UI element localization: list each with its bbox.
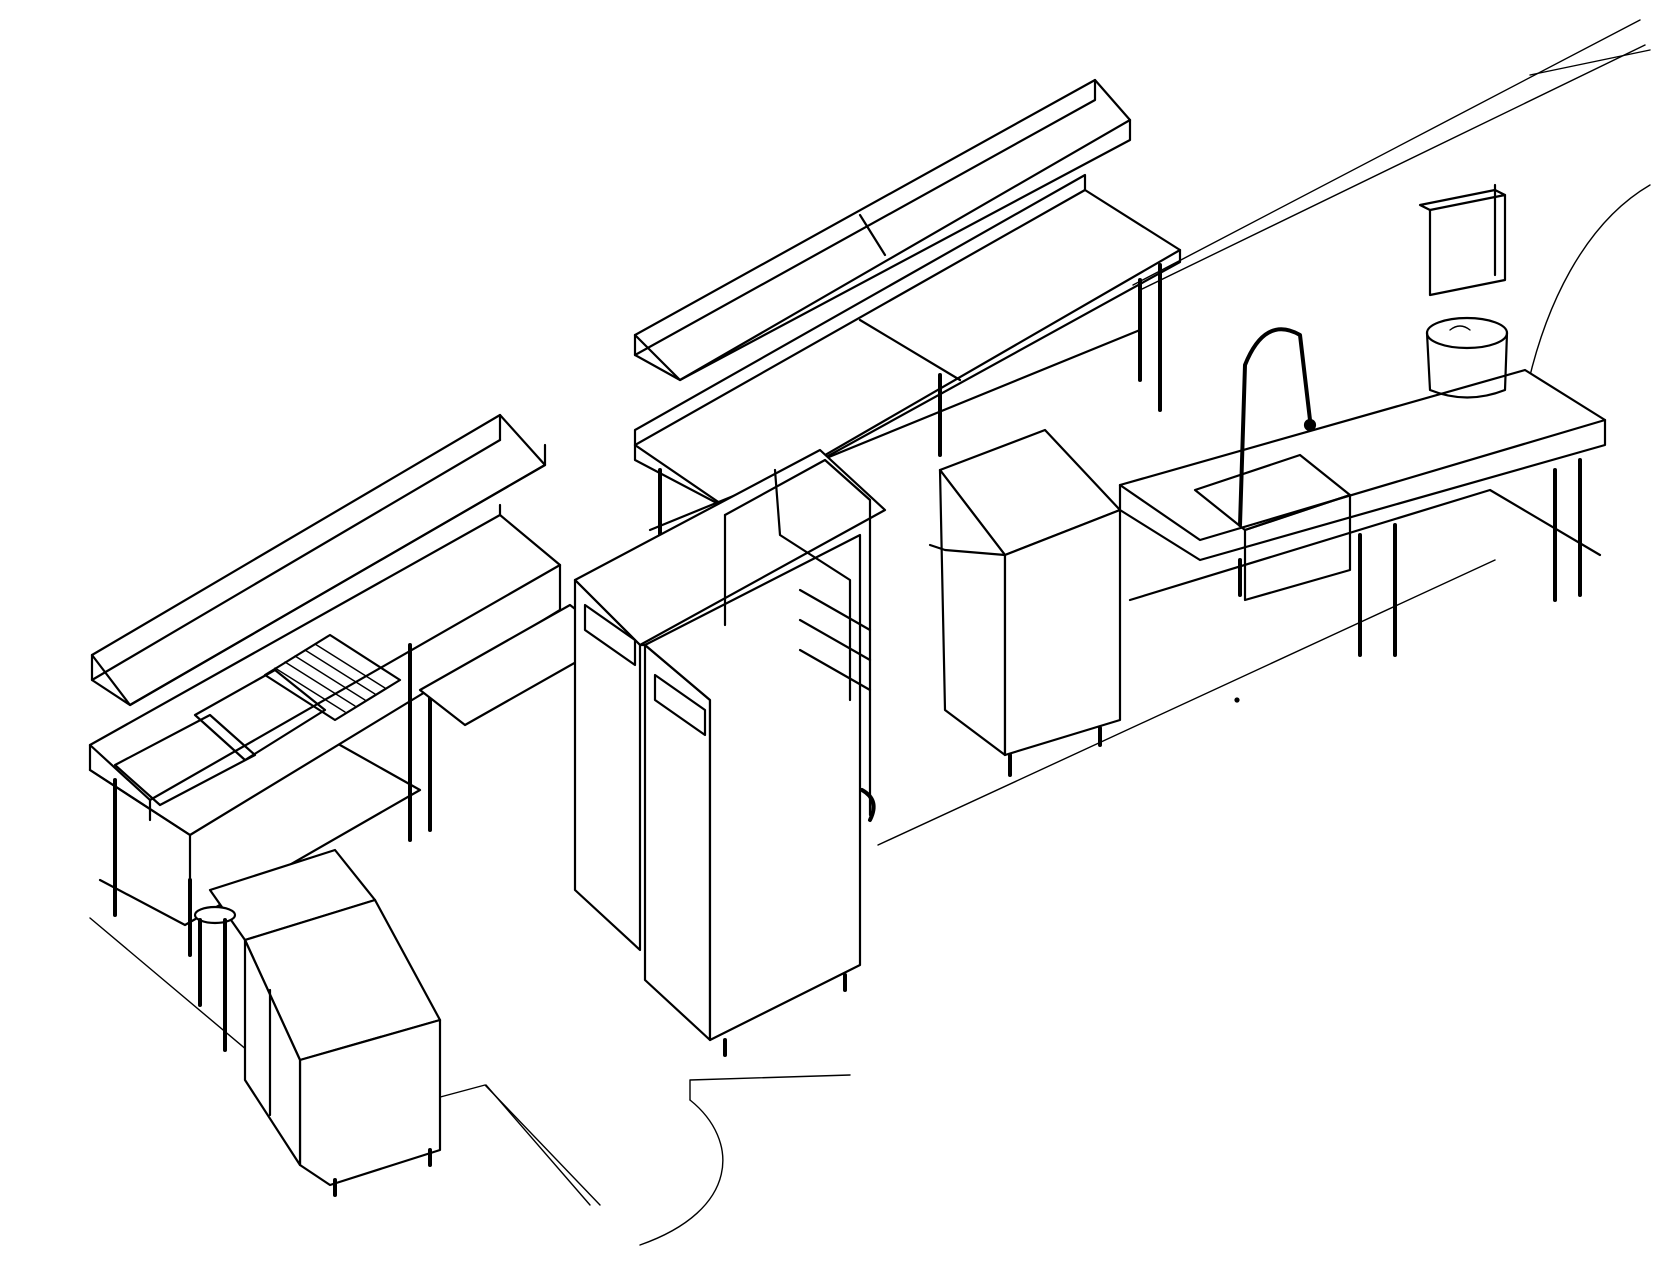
wall-cabinet xyxy=(1418,183,1507,297)
back-table xyxy=(633,173,1182,552)
back-wall-shelf xyxy=(633,78,1132,382)
left-sink-unit xyxy=(88,503,562,957)
dishwasher-cabinet xyxy=(928,428,1122,777)
low-refrigerated-counter xyxy=(208,848,442,1197)
trash-bin xyxy=(1425,316,1509,399)
bar-stool xyxy=(193,905,237,1052)
floor-dot xyxy=(1234,697,1240,703)
faucet xyxy=(1238,327,1317,527)
right-sink-counter xyxy=(1118,368,1607,657)
left-wall-shelf xyxy=(90,413,547,707)
double-refrigerator xyxy=(573,448,887,1057)
floor-outline xyxy=(89,19,1651,1246)
wire-shelving xyxy=(723,458,876,822)
